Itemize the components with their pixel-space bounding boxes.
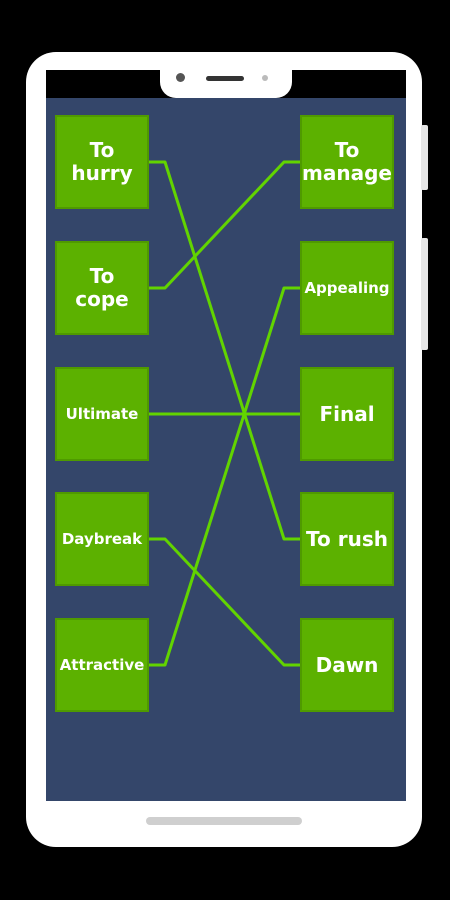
volume-button xyxy=(421,125,428,190)
right-card-to-manage[interactable]: To manage xyxy=(300,115,394,209)
right-card-appealing[interactable]: Appealing xyxy=(300,241,394,335)
left-card-to-hurry[interactable]: To hurry xyxy=(55,115,149,209)
left-card-attractive[interactable]: Attractive xyxy=(55,618,149,712)
right-card-dawn[interactable]: Dawn xyxy=(300,618,394,712)
left-card-to-cope[interactable]: To cope xyxy=(55,241,149,335)
speaker-grille xyxy=(206,76,244,81)
proximity-sensor xyxy=(262,75,268,81)
right-card-to-rush[interactable]: To rush xyxy=(300,492,394,586)
power-button xyxy=(421,238,428,350)
home-indicator xyxy=(146,817,302,825)
right-card-final[interactable]: Final xyxy=(300,367,394,461)
left-card-ultimate[interactable]: Ultimate xyxy=(55,367,149,461)
front-camera-icon xyxy=(176,73,185,82)
left-card-daybreak[interactable]: Daybreak xyxy=(55,492,149,586)
